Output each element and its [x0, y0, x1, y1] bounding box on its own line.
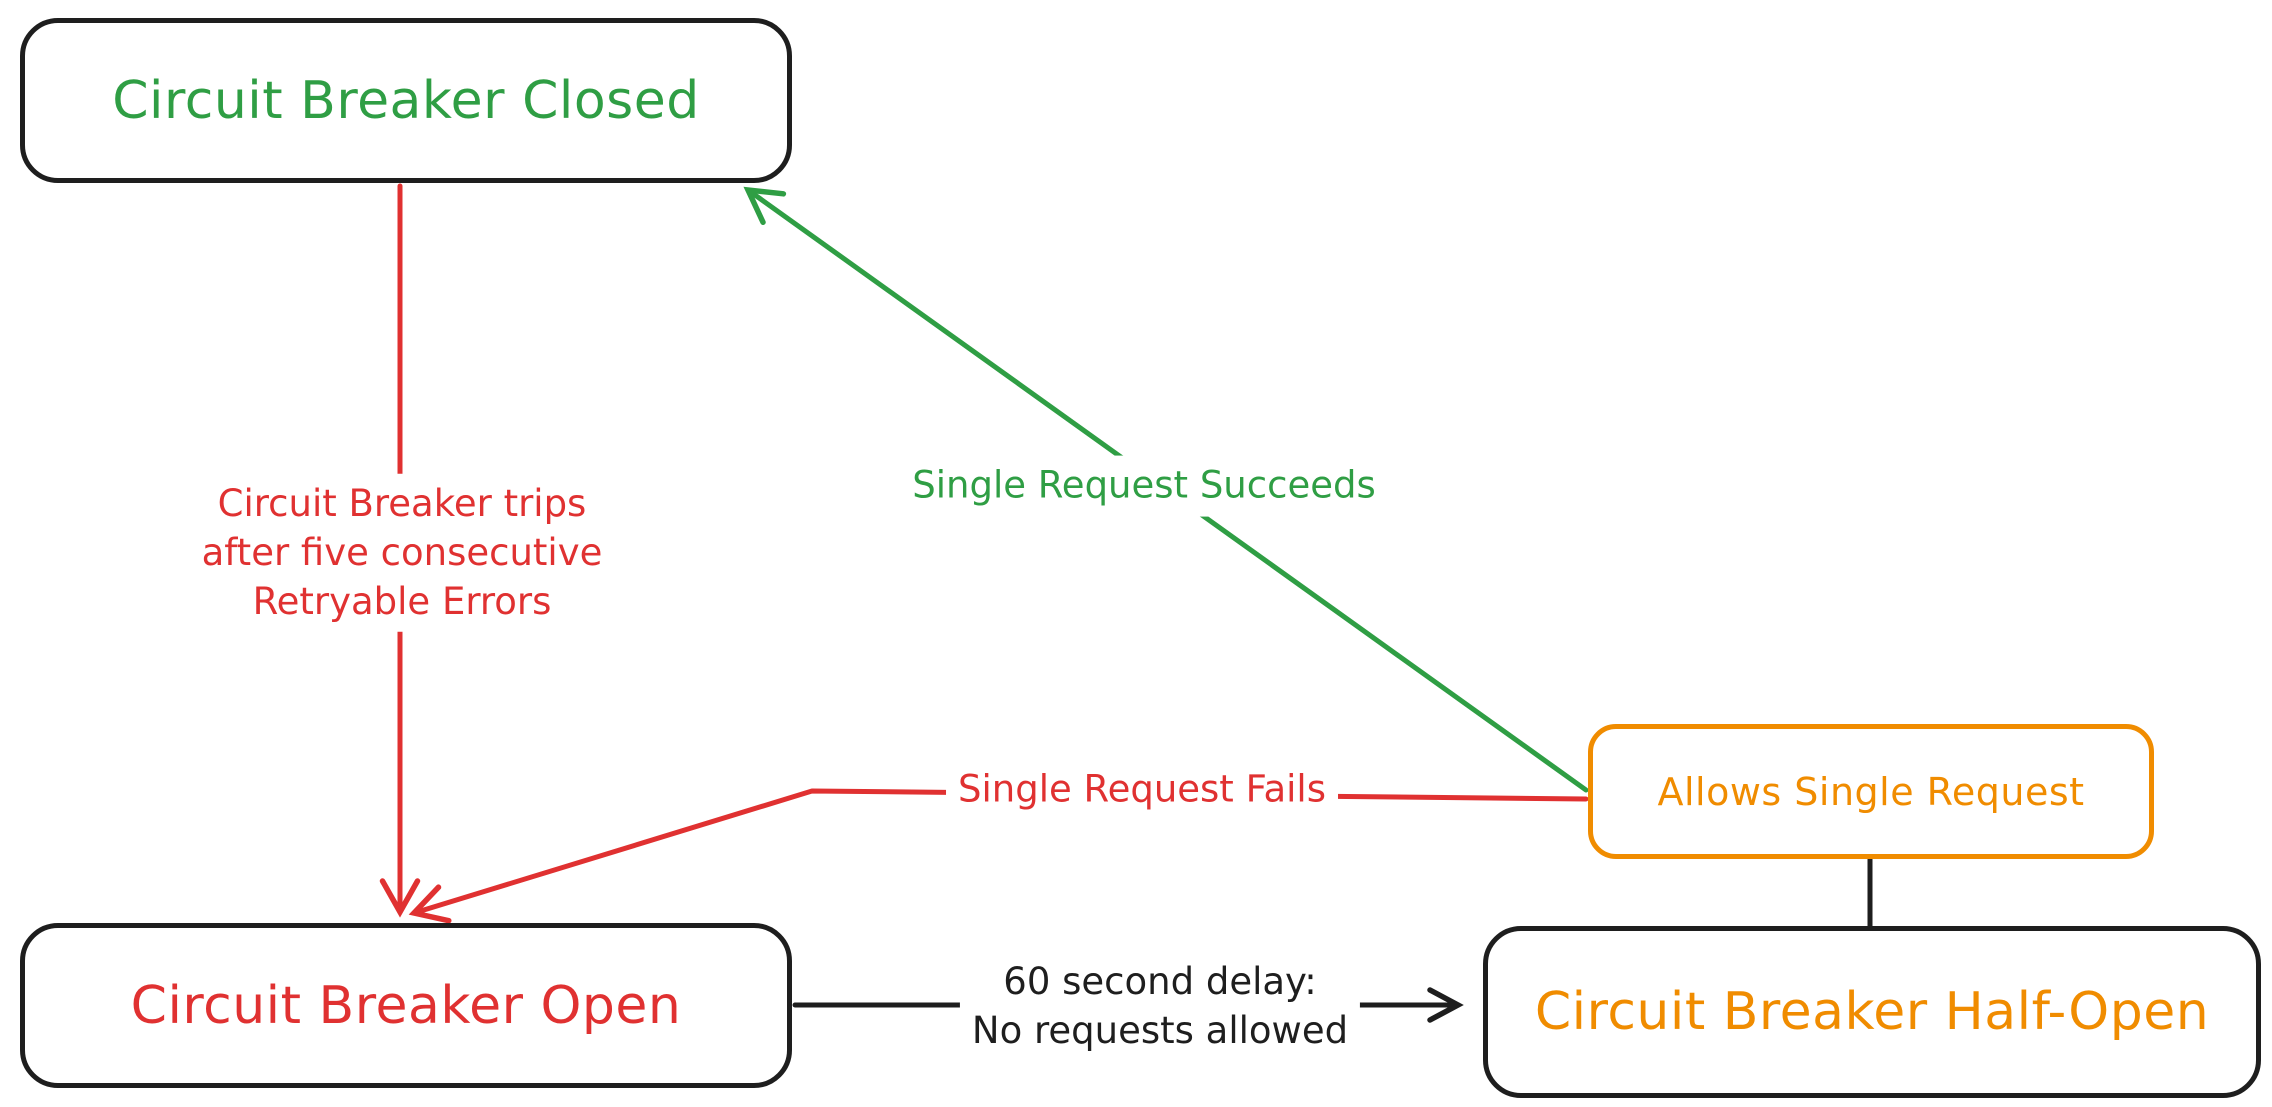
node-label-open: Circuit Breaker Open [130, 975, 682, 1036]
node-label-closed: Circuit Breaker Closed [112, 70, 700, 131]
edge-label-trips-line-2: after five consecutive [201, 530, 603, 574]
node-label-allows: Allows Single Request [1657, 769, 2085, 814]
edge-label-delay-line-1: 60 second delay: [1003, 960, 1317, 1004]
node-circuit-breaker-open[interactable]: Circuit Breaker Open [20, 923, 792, 1088]
edge-label-delay: 60 second delay: No requests allowed [959, 952, 1361, 1062]
node-circuit-breaker-closed[interactable]: Circuit Breaker Closed [20, 18, 792, 183]
node-allows-single-request[interactable]: Allows Single Request [1588, 724, 2154, 859]
node-label-half-open: Circuit Breaker Half-Open [1534, 982, 2210, 1042]
edge-label-delay-line-2: No requests allowed [971, 1009, 1349, 1052]
edge-label-succeeds: Single Request Succeeds [900, 455, 1388, 517]
edge-label-trips: Circuit Breaker trips after five consecu… [189, 473, 615, 633]
edge-label-trips-line-3: Retryable Errors [252, 579, 552, 623]
edge-label-fails: Single Request Fails [946, 759, 1338, 821]
edge-label-trips-line-1: Circuit Breaker trips [217, 481, 587, 525]
node-circuit-breaker-half-open[interactable]: Circuit Breaker Half-Open [1483, 926, 2261, 1098]
